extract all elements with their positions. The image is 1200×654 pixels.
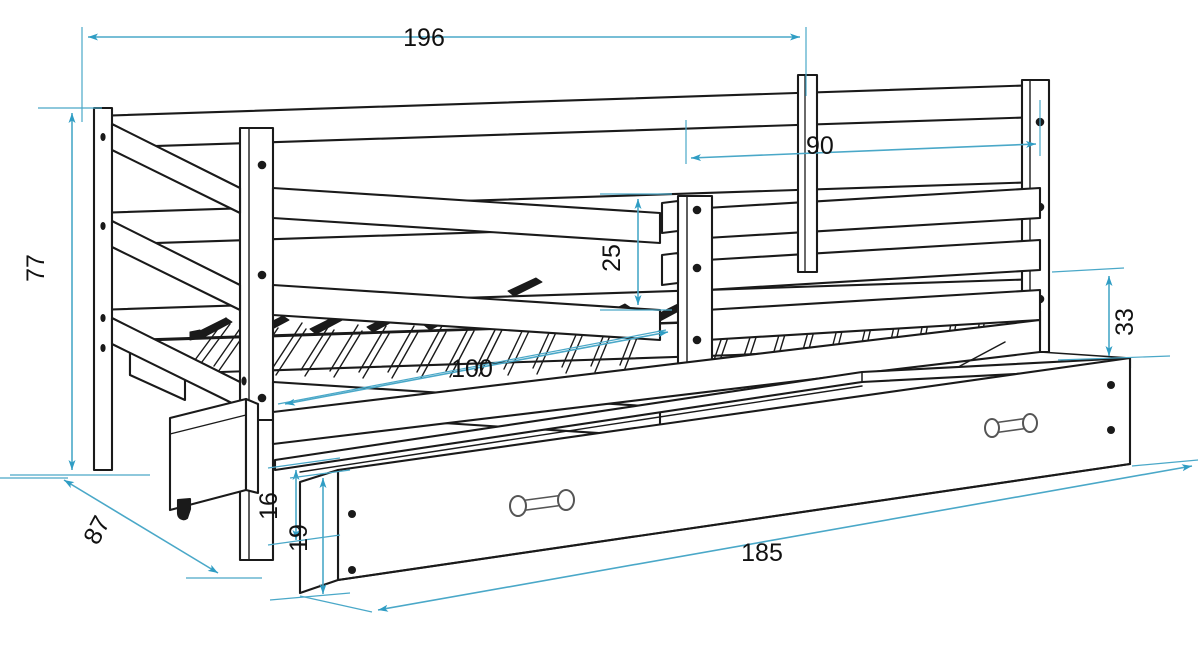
- post-back-guard: [796, 73, 819, 274]
- dimension-mattress-width: [277, 329, 669, 406]
- post-back-left: [92, 106, 114, 472]
- back-rail-top: [94, 83, 1042, 150]
- dimension-label-90: 90: [806, 132, 834, 160]
- dimension-overall-depth: [0, 477, 262, 579]
- dimension-clearance-height: [1051, 267, 1171, 361]
- front-rail-top-left: [271, 186, 662, 245]
- dimension-drawer-length: [299, 459, 1199, 613]
- bed-frame-geometry: [92, 73, 1132, 595]
- drawer-handle-right[interactable]: [984, 413, 1038, 438]
- dimension-label-196: 196: [403, 24, 445, 52]
- dimension-overall-height: [10, 107, 150, 476]
- dimension-label-185: 185: [741, 539, 783, 567]
- dimension-drawer-height: [269, 469, 351, 601]
- dimension-annotations: [0, 27, 1199, 613]
- drawer-cavity-lines: [861, 341, 1131, 383]
- dimension-label-16: 16: [255, 492, 283, 520]
- dimension-label-19: 19: [285, 524, 313, 552]
- caster-wheel: [176, 497, 192, 521]
- dimension-label-77: 77: [22, 254, 50, 282]
- dimension-label-100: 100: [451, 355, 493, 383]
- dimension-rail-length: [685, 100, 1041, 164]
- dimension-label-87: 87: [78, 511, 116, 549]
- dimension-label-25: 25: [598, 244, 626, 272]
- dimension-overall-length: [81, 27, 807, 122]
- dimension-label-33: 33: [1111, 308, 1139, 336]
- dimension-drawer-inner-height: [267, 457, 341, 546]
- headboard-side-rails: [110, 122, 242, 409]
- dimension-rail-height: [600, 193, 672, 311]
